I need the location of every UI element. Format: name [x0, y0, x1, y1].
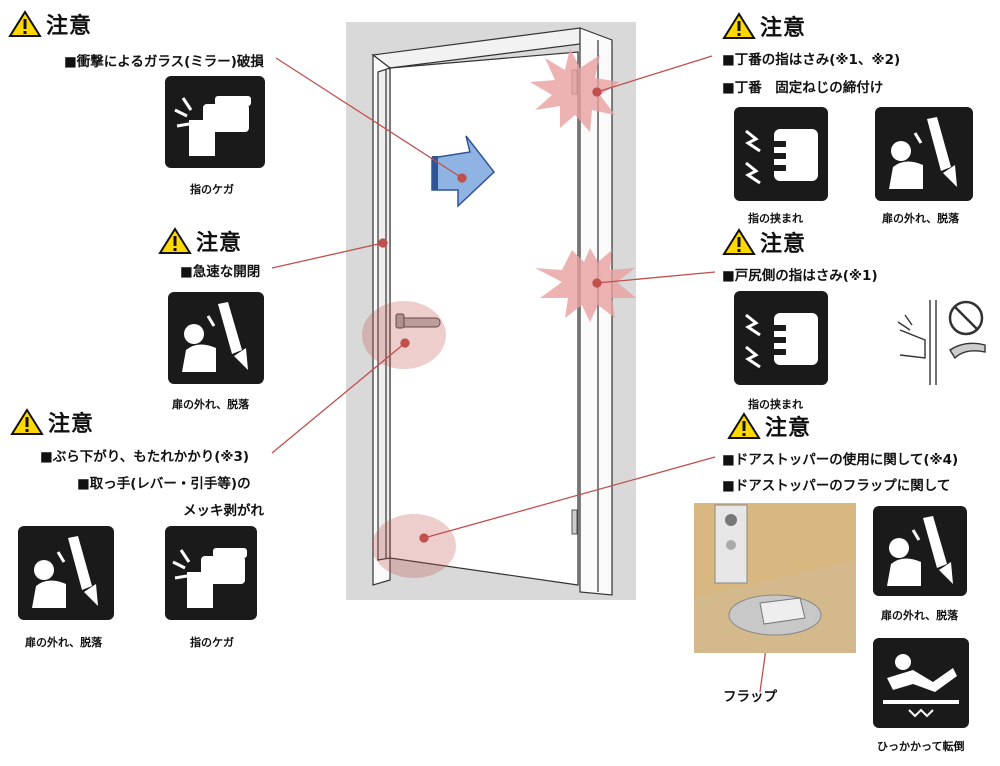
no-finger-icon [897, 300, 986, 385]
hinge-bottom [571, 509, 578, 535]
door-stopper-photo [694, 503, 856, 653]
warning-title: 注意 [760, 16, 807, 41]
latch-burst [535, 248, 636, 322]
open-caption: 扉の外れ、脱落 [172, 398, 250, 411]
warning-triangle-icon [8, 10, 42, 37]
warning-triangle-icon [722, 228, 756, 255]
hang-caption-1: 扉の外れ、脱落 [25, 636, 103, 649]
warning-header-open: 注意 [158, 225, 242, 257]
hinge-caption-1: 指の挟まれ [748, 212, 803, 225]
stopper-caption-1: 扉の外れ、脱落 [881, 609, 959, 622]
warning-title: 注意 [46, 14, 93, 39]
hang-caption-2: 指のケガ [190, 636, 234, 649]
hang-item-2: ■取っ手(レバー・引手等)の [77, 476, 251, 492]
door-fall-icon [168, 292, 264, 384]
warning-header-hang: 注意 [10, 406, 94, 438]
hinge-item-2: ■丁番 固定ねじの締付け [722, 80, 884, 96]
hang-item-3: メッキ剥がれ [183, 503, 264, 519]
stopper-caption-2: ひっかかって転倒 [877, 740, 965, 753]
warning-title: 注意 [765, 416, 812, 441]
glass-caption: 指のケガ [190, 183, 234, 196]
leader-lines [271, 55, 778, 693]
finger-pinch-icon [734, 291, 828, 385]
stopper-item-1: ■ドアストッパーの使用に関して(※4) [722, 452, 959, 468]
warning-header-glass: 注意 [8, 8, 92, 40]
hinge-item-1: ■丁番の指はさみ(※1、※2) [722, 52, 901, 68]
warning-triangle-icon [722, 12, 756, 39]
finger-pinch-icon [734, 107, 828, 201]
warning-triangle-icon [727, 412, 761, 439]
glass-item: ■衝撃によるガラス(ミラー)破損 [64, 54, 264, 70]
door-fall-icon [873, 506, 967, 596]
stopper-item-2: ■ドアストッパーのフラップに関して [722, 478, 951, 494]
warning-triangle-icon [10, 408, 44, 435]
door-fall-icon [18, 526, 114, 620]
warning-header-latch: 注意 [722, 226, 806, 258]
open-item: ■急速な開閉 [180, 264, 261, 280]
hinge-burst [530, 48, 620, 132]
flap-label: フラップ [723, 689, 777, 705]
impact-arrow [431, 135, 496, 208]
trip-fall-icon [873, 638, 969, 728]
warning-title: 注意 [196, 231, 243, 256]
handle-highlight [362, 301, 446, 369]
warning-triangle-icon [158, 227, 192, 254]
door-fall-icon [875, 107, 973, 201]
warning-title: 注意 [760, 232, 807, 257]
stopper-highlight [372, 514, 456, 578]
hang-item-1: ■ぶら下がり、もたれかかり(※3) [40, 449, 250, 465]
door-handle [395, 313, 441, 329]
warning-header-stopper: 注意 [727, 410, 811, 442]
latch-item: ■戸尻側の指はさみ(※1) [722, 268, 878, 284]
latch-caption: 指の挟まれ [748, 398, 803, 411]
hinge-caption-2: 扉の外れ、脱落 [882, 212, 960, 225]
finger-injury-icon [165, 76, 265, 168]
warning-header-hinge: 注意 [722, 10, 806, 42]
warning-title: 注意 [48, 412, 95, 437]
finger-injury-icon [165, 526, 257, 620]
